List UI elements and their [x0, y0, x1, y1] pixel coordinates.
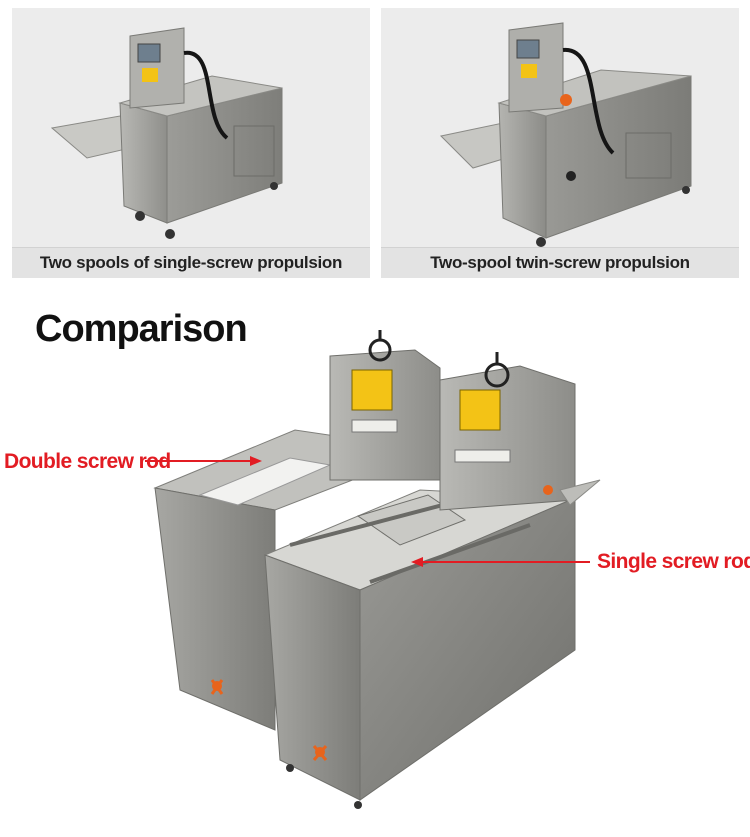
single-screw-arrow [411, 557, 590, 567]
single-screw-label: Single screw rod [597, 550, 750, 573]
machine-photo [439, 22, 692, 247]
photo-panel-twin-screw: Two-spool twin-screw propulsion [381, 8, 739, 278]
double-screw-machine [153, 330, 441, 731]
single-screw-machine [263, 352, 601, 809]
photo-panel-single-screw: Two spools of single-screw propulsion [12, 8, 370, 278]
double-screw-label: Double screw rod [4, 450, 171, 473]
strap-icon [312, 745, 328, 761]
comparison-photo [145, 330, 601, 809]
double-screw-arrow [145, 456, 262, 466]
panel-caption: Two-spool twin-screw propulsion [381, 247, 739, 278]
strap-icon [210, 679, 224, 695]
machine-photo [50, 27, 283, 239]
panel-caption: Two spools of single-screw propulsion [12, 247, 370, 278]
comparison-heading: Comparison [35, 308, 248, 350]
